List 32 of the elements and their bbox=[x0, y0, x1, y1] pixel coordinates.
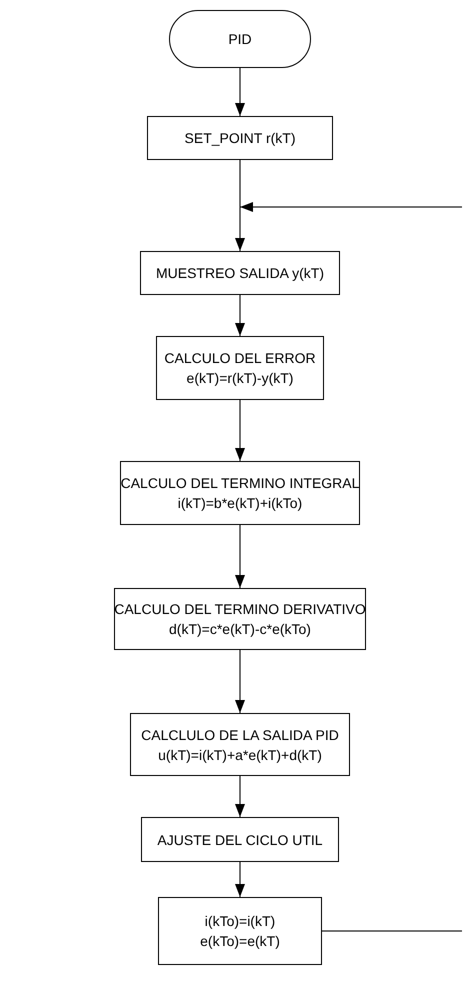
process-box bbox=[147, 116, 333, 160]
box-text: u(kT)=i(kT)+a*e(kT)+d(kT) bbox=[158, 746, 322, 764]
arrow bbox=[235, 160, 245, 252]
box-heading: CALCLULO DE LA SALIDA PID bbox=[141, 726, 339, 744]
arrow bbox=[235, 294, 245, 336]
process-box bbox=[114, 588, 366, 650]
arrow bbox=[235, 650, 245, 714]
box-heading: i(kTo)=i(kT) bbox=[204, 912, 276, 931]
box-text: PID bbox=[228, 30, 252, 49]
box-text: SET_POINT r(kT) bbox=[184, 129, 296, 148]
process-box bbox=[158, 897, 322, 965]
box-heading: CALCULO DEL ERROR bbox=[164, 349, 316, 368]
arrow bbox=[235, 776, 245, 818]
arrow bbox=[240, 202, 462, 212]
process-box bbox=[141, 817, 339, 862]
box-text: AJUSTE DEL CICLO UTIL bbox=[157, 830, 323, 850]
process-box bbox=[156, 336, 324, 400]
process-box bbox=[140, 251, 340, 295]
box-text: i(kT)=b*e(kT)+i(kTo) bbox=[178, 494, 302, 513]
arrow bbox=[235, 862, 245, 898]
connector-line bbox=[322, 930, 462, 932]
arrow bbox=[235, 524, 245, 588]
box-text: e(kTo)=e(kT) bbox=[200, 932, 280, 951]
arrow bbox=[235, 400, 245, 462]
box-text: MUESTREO SALIDA y(kT) bbox=[156, 264, 324, 283]
box-heading: CALCULO DEL TERMINO DERIVATIVO bbox=[114, 600, 366, 619]
box-heading: CALCULO DEL TERMINO INTEGRAL bbox=[120, 474, 360, 493]
process-box bbox=[130, 713, 350, 776]
process-box bbox=[120, 461, 360, 525]
box-text: e(kT)=r(kT)-y(kT) bbox=[186, 369, 294, 388]
arrow bbox=[235, 68, 245, 116]
box-text: d(kT)=c*e(kT)-c*e(kTo) bbox=[169, 620, 311, 639]
